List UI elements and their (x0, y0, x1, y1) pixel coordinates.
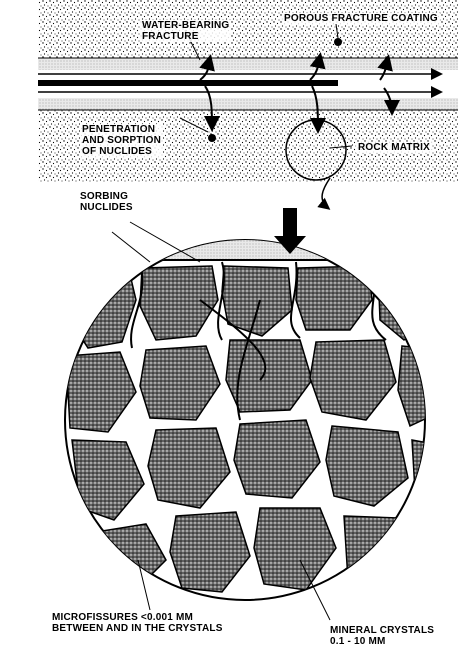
label-microfissures-line2: BETWEEN AND IN THE CRYSTALS (52, 623, 223, 634)
flow-line-main (38, 80, 338, 86)
fracture-cross-section (38, 0, 458, 208)
label-water-bearing-fracture-line2: FRACTURE (142, 31, 229, 42)
fracture-coating-layer (60, 235, 440, 260)
label-sorbing-nuclides: SORBING NUCLIDES (80, 191, 133, 213)
label-microfissures: MICROFISSURES <0.001 mm BETWEEN AND IN T… (52, 612, 223, 634)
label-mineral-crystals: MINERAL CRYSTALS 0.1 - 10 mm (330, 625, 434, 647)
label-mineral-crystals-line1: MINERAL CRYSTALS (330, 625, 434, 636)
upper-fracture-coating (38, 58, 458, 70)
label-rock-matrix: ROCK MATRIX (356, 142, 432, 153)
label-rock-matrix-text: ROCK MATRIX (358, 142, 430, 153)
label-penetration-line2: AND SORPTION (82, 135, 161, 146)
label-penetration-sorption: PENETRATION AND SORPTION OF NUCLIDES (80, 124, 163, 157)
label-water-bearing-fracture: WATER-BEARING FRACTURE (140, 20, 231, 42)
zoom-arrow (322, 178, 330, 208)
lower-fracture-coating (38, 98, 458, 110)
label-microfissures-line1: MICROFISSURES <0.001 mm (52, 612, 223, 623)
label-penetration-line3: OF NUCLIDES (82, 146, 161, 157)
label-mineral-crystals-line2: 0.1 - 10 mm (330, 636, 434, 647)
label-sorbing-nuclides-line2: NUCLIDES (80, 202, 133, 213)
label-porous-fracture-coating-text: POROUS FRACTURE COATING (284, 13, 438, 24)
label-sorbing-nuclides-line1: SORBING (80, 191, 133, 202)
magnified-rock-matrix (60, 208, 444, 620)
label-water-bearing-fracture-line1: WATER-BEARING (142, 20, 229, 31)
label-penetration-line1: PENETRATION (82, 124, 161, 135)
label-porous-fracture-coating: POROUS FRACTURE COATING (282, 13, 440, 24)
